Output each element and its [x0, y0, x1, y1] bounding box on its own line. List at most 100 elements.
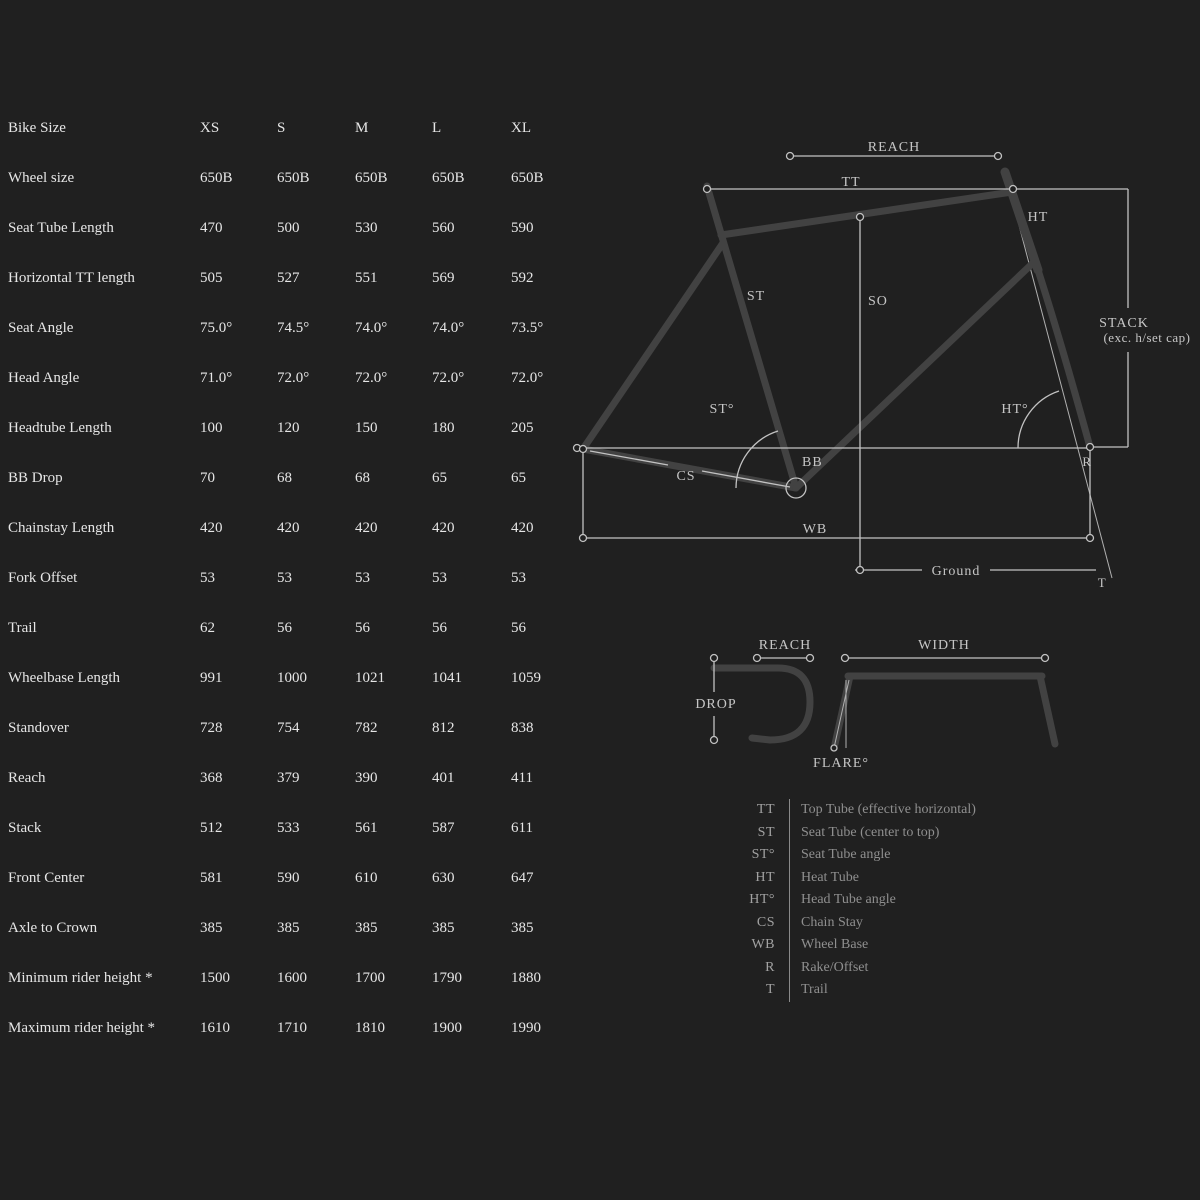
legend-abbr: T	[765, 982, 775, 998]
head-angle-label: HT°	[1001, 402, 1028, 417]
row-value-m: 610	[355, 869, 378, 886]
handlebar-diagram: REACH WIDTH DROP FLARE°	[695, 638, 1059, 771]
row-value-s: 420	[277, 519, 300, 536]
abbreviation-legend: TT Top Tube (effective horizontal) ST Se…	[700, 799, 1200, 1002]
legend-desc: Heat Tube	[789, 866, 1200, 889]
row-value-s: 1000	[277, 669, 307, 686]
row-value-m: 1810	[355, 1019, 385, 1036]
row-value-xs: 420	[200, 519, 223, 536]
row-label: Trail	[8, 619, 37, 636]
row-value-m: 72.0°	[355, 369, 388, 386]
row-value-xs: 71.0°	[200, 369, 233, 386]
row-value-s: 1710	[277, 1019, 307, 1036]
row-value-s: 527	[277, 269, 300, 286]
down-tube	[792, 258, 1038, 492]
row-value-s: 533	[277, 819, 300, 836]
legend-abbr: CS	[756, 914, 775, 930]
row-value-xl: 420	[511, 519, 534, 536]
legend-row: HT° Head Tube angle	[700, 889, 1200, 912]
legend-abbr: TT	[756, 802, 775, 818]
table-row: Fork Offset 53 53 53 53 53	[8, 553, 583, 603]
legend-desc: Seat Tube (center to top)	[789, 821, 1200, 844]
row-value-xl: 590	[511, 219, 534, 236]
legend-row: WB Wheel Base	[700, 934, 1200, 957]
table-row: Seat Tube Length 470 500 530 560 590	[8, 203, 583, 253]
rake-label: R	[1082, 454, 1091, 469]
seat-angle-label: ST°	[710, 402, 735, 417]
row-value-xs: 1610	[200, 1019, 230, 1036]
row-value-l: 560	[432, 219, 455, 236]
row-value-m: 74.0°	[355, 319, 388, 336]
legend-desc: Trail	[789, 979, 1200, 1002]
row-value-l: 74.0°	[432, 319, 465, 336]
table-row: Chainstay Length 420 420 420 420 420	[8, 503, 583, 553]
row-value-xl: 205	[511, 419, 534, 436]
wb-label: WB	[803, 522, 828, 537]
table-row: Standover 728 754 782 812 838	[8, 703, 583, 753]
row-value-xs: 470	[200, 219, 223, 236]
row-value-l: 1790	[432, 969, 462, 986]
row-value-l: 630	[432, 869, 455, 886]
table-row: Trail 62 56 56 56 56	[8, 603, 583, 653]
row-value-xl: 72.0°	[511, 369, 544, 386]
size-column-header: M	[355, 119, 369, 136]
legend-abbr: ST	[757, 824, 775, 840]
row-value-l: 53	[432, 569, 447, 586]
row-value-xl: 385	[511, 919, 534, 936]
row-value-s: 68	[277, 469, 292, 486]
row-value-xl: 1990	[511, 1019, 541, 1036]
size-column-header: L	[432, 119, 442, 136]
bike-frame-drawing	[579, 167, 1113, 579]
row-value-m: 1021	[355, 669, 385, 686]
table-row: Seat Angle 75.0° 74.5° 74.0° 74.0° 73.5°	[8, 303, 583, 353]
row-label: Minimum rider height *	[8, 969, 153, 986]
row-value-l: 650B	[432, 169, 465, 186]
seat-angle-arc	[735, 430, 779, 489]
row-label: Headtube Length	[8, 419, 112, 436]
row-value-l: 56	[432, 619, 447, 636]
legend-row: R Rake/Offset	[700, 956, 1200, 979]
row-value-xl: 65	[511, 469, 526, 486]
steering-axis-line	[1005, 175, 1113, 579]
row-value-xl: 73.5°	[511, 319, 544, 336]
seatstay-tube	[579, 239, 727, 453]
row-label: Wheelbase Length	[8, 669, 121, 686]
legend-row: ST° Seat Tube angle	[700, 844, 1200, 867]
table-header-label: Bike Size	[8, 119, 66, 136]
row-value-s: 74.5°	[277, 319, 310, 336]
row-value-m: 385	[355, 919, 378, 936]
size-column-header: XL	[511, 119, 531, 136]
row-value-l: 65	[432, 469, 447, 486]
measure-dots	[572, 151, 1095, 575]
row-value-l: 385	[432, 919, 455, 936]
legend-row: T Trail	[700, 979, 1200, 1002]
row-label: Seat Angle	[8, 319, 74, 336]
row-value-m: 68	[355, 469, 370, 486]
bar-reach-label: REACH	[759, 638, 811, 653]
row-value-s: 120	[277, 419, 300, 436]
row-value-xs: 62	[200, 619, 215, 636]
legend-desc: Rake/Offset	[789, 956, 1200, 979]
row-value-xl: 611	[511, 819, 533, 836]
row-value-xs: 505	[200, 269, 223, 286]
measurement-lines	[577, 155, 1129, 571]
row-label: Maximum rider height *	[8, 1019, 156, 1036]
row-label: Axle to Crown	[8, 919, 98, 936]
row-value-s: 72.0°	[277, 369, 310, 386]
table-row: Axle to Crown 385 385 385 385 385	[8, 903, 583, 953]
tt-label: TT	[841, 175, 860, 190]
row-value-xs: 581	[200, 869, 223, 886]
row-value-m: 561	[355, 819, 378, 836]
row-label: Standover	[8, 719, 69, 736]
row-value-l: 401	[432, 769, 455, 786]
legend-desc: Head Tube angle	[789, 889, 1200, 912]
bar-flare-right	[1036, 672, 1059, 748]
row-value-xs: 512	[200, 819, 223, 836]
row-label: Seat Tube Length	[8, 219, 114, 236]
row-value-s: 500	[277, 219, 300, 236]
row-value-s: 56	[277, 619, 292, 636]
row-value-xl: 650B	[511, 169, 544, 186]
bb-circle	[785, 477, 807, 499]
row-value-m: 551	[355, 269, 378, 286]
